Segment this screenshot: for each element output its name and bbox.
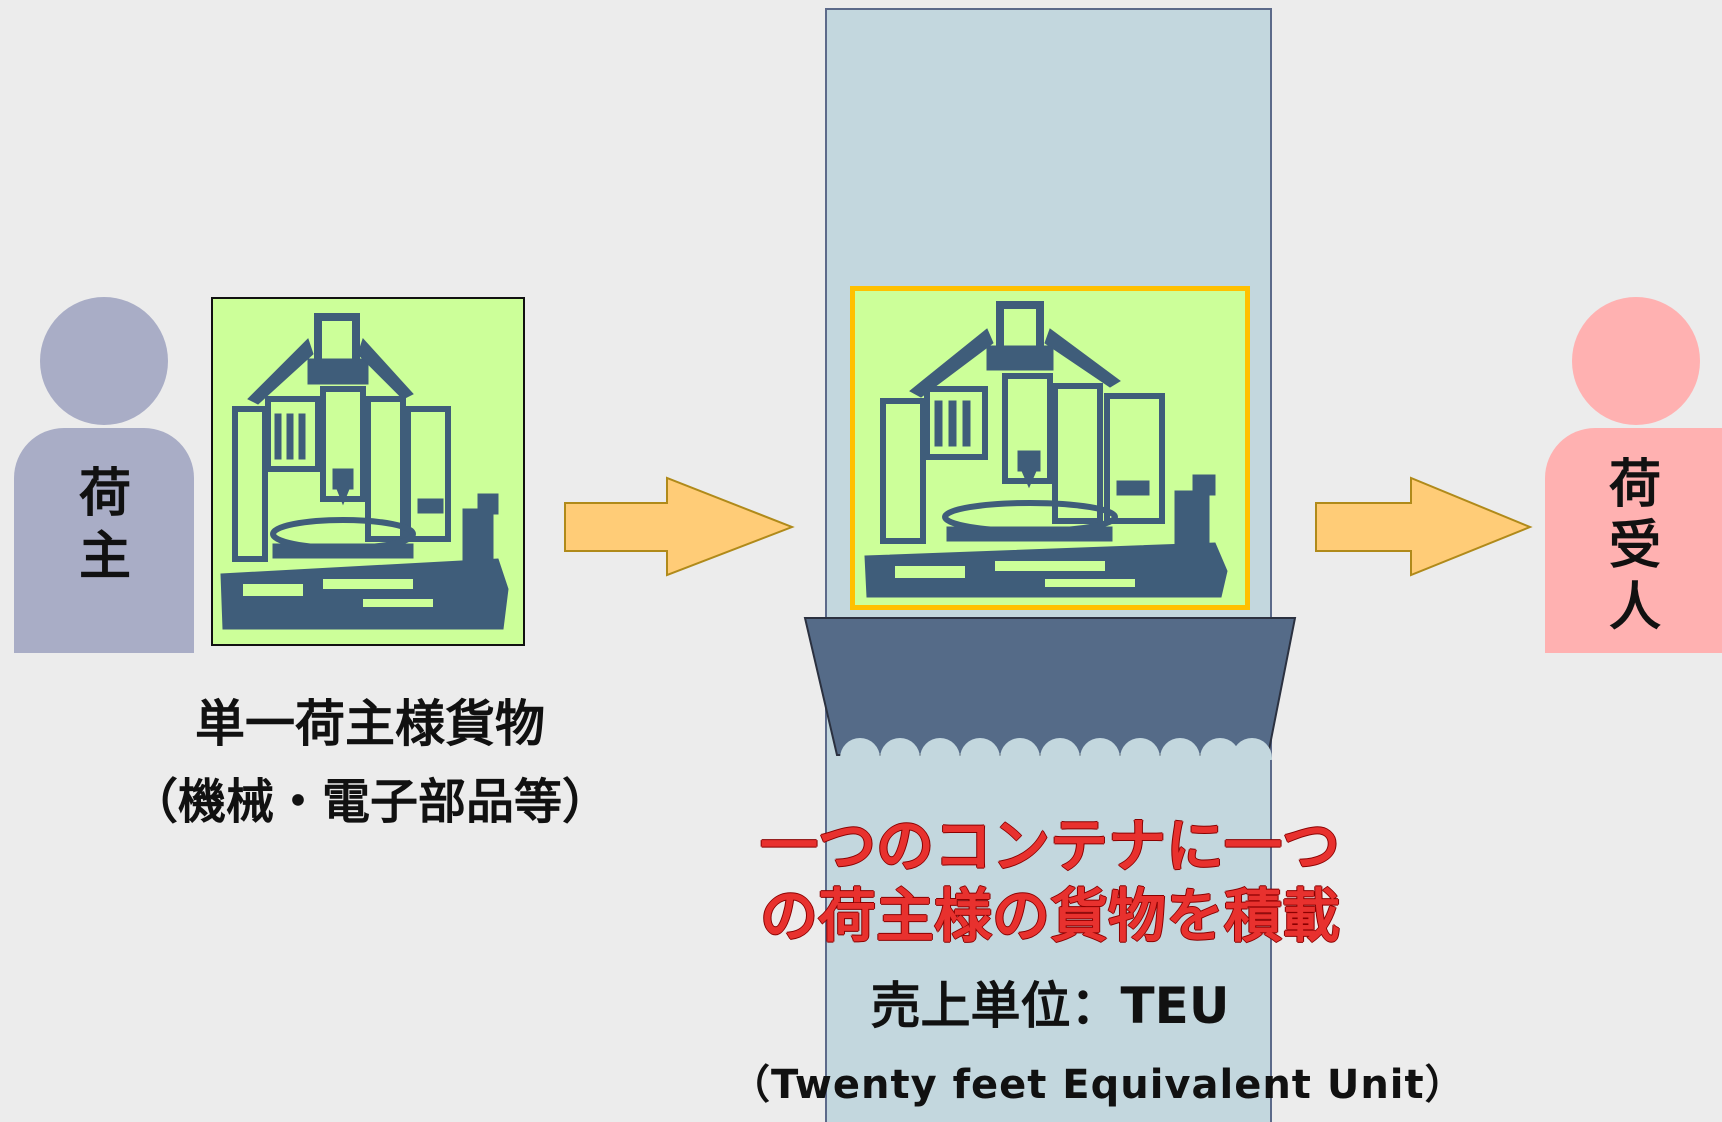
consignee-label-char: 受 (1608, 516, 1661, 577)
shipper-label-char: 荷 (78, 464, 131, 524)
container-description-line2: の荷主様の貨物を積載 (759, 882, 1340, 950)
consignee-label-char: 荷 (1608, 455, 1661, 515)
sales-unit-label: 売上単位：TEU (870, 977, 1230, 1035)
container-cargo-image (850, 286, 1250, 610)
consignee-label-char: 人 (1608, 577, 1661, 638)
container-description-line1: 一つのコンテナに一つ (759, 812, 1340, 880)
arrow-right-icon (1315, 476, 1533, 577)
cargo-caption-line2: （機械・電子部品等） (129, 774, 610, 830)
shipper-label-char: 主 (78, 527, 131, 588)
consignee-head (1572, 297, 1700, 425)
teu-expansion-label: （Twenty feet Equivalent Unit） (730, 1062, 1466, 1108)
hopper-icon (803, 617, 1297, 760)
arrow-right-icon (564, 476, 795, 577)
consignee-body (1545, 428, 1722, 653)
machine-tool-icon (220, 313, 509, 630)
machine-tool-icon (864, 301, 1228, 598)
shipper-label: 荷 主 (70, 463, 140, 590)
cargo-caption-line1: 単一荷主様貨物 (195, 695, 545, 753)
shipper-head (40, 297, 168, 425)
shipper-cargo-image (211, 297, 525, 646)
shipper-body (14, 428, 194, 653)
consignee-label: 荷 受 人 (1600, 455, 1670, 639)
